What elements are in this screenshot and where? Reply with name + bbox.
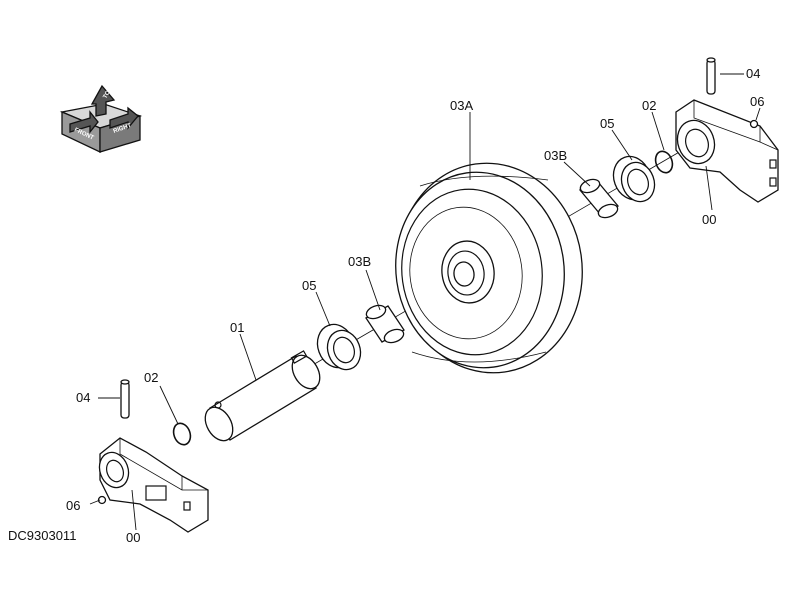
label-01: 01 <box>230 320 244 335</box>
label-04-left: 04 <box>76 390 90 405</box>
bushing-left <box>365 304 405 344</box>
diagram-id: DC9303011 <box>8 528 76 543</box>
idler-wheel <box>395 162 583 374</box>
oring-right <box>654 150 674 174</box>
seal-right <box>612 155 656 203</box>
label-05-left: 05 <box>302 278 316 293</box>
label-00-left: 00 <box>126 530 140 545</box>
cube-top-label: TOP <box>103 86 114 100</box>
bushing-right <box>578 178 620 219</box>
support-left <box>98 437 209 533</box>
oring-left <box>172 422 192 446</box>
label-06-left: 06 <box>66 498 80 513</box>
label-05-right: 05 <box>600 116 614 131</box>
label-00-right: 00 <box>702 212 716 227</box>
callout-labels: 03A 03B 05 02 04 06 00 03B 05 01 02 04 0… <box>8 66 764 545</box>
label-02-right: 02 <box>642 98 656 113</box>
leader-lines <box>89 73 761 531</box>
pin-left <box>120 379 130 419</box>
plug-right <box>749 119 759 129</box>
label-06-right: 06 <box>750 94 764 109</box>
plug-left <box>97 495 107 505</box>
label-03A: 03A <box>450 98 473 113</box>
orientation-cube: TOP FRONT RIGHT <box>59 84 143 154</box>
seal-left <box>316 323 362 371</box>
label-04-right: 04 <box>746 66 760 81</box>
support-right <box>675 99 779 203</box>
label-03B-left: 03B <box>348 254 371 269</box>
shaft <box>204 350 321 442</box>
pin-right <box>706 57 716 95</box>
label-03B-right: 03B <box>544 148 567 163</box>
label-02-left: 02 <box>144 370 158 385</box>
